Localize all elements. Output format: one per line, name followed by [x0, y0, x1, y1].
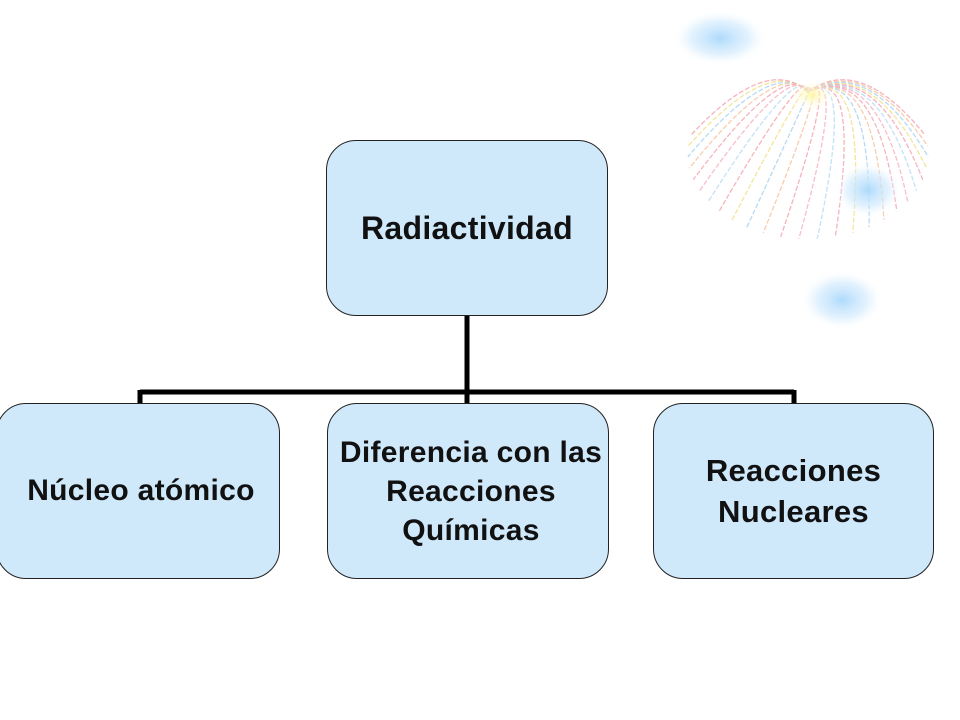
firework-streak — [807, 82, 928, 169]
firework-streak — [688, 82, 809, 169]
glow-spot — [800, 270, 884, 330]
firework-streak — [807, 81, 929, 158]
firework-streak — [731, 86, 810, 221]
firework-streak — [718, 85, 809, 212]
firework-streak — [699, 84, 809, 192]
firework-streak — [687, 81, 809, 158]
firework-streak — [690, 79, 809, 136]
firework-streak — [807, 83, 924, 180]
firework-streak — [807, 86, 845, 237]
child-node-label: Núcleo atómico — [27, 474, 255, 507]
firework-streak — [807, 86, 870, 228]
firework-streak — [762, 86, 815, 234]
firework-streak — [807, 80, 929, 147]
firework-burst — [687, 79, 929, 239]
root-node: Radiactividad — [326, 140, 608, 316]
firework-streak — [807, 86, 885, 220]
firework-streak — [807, 85, 898, 212]
firework-streak — [807, 84, 918, 191]
firework-streak — [692, 83, 809, 180]
firework-streak — [707, 85, 809, 202]
glow-spot — [790, 79, 834, 111]
firework-streak — [798, 87, 827, 239]
root-node-label: Radiactividad — [361, 210, 573, 246]
firework-streak — [687, 80, 809, 147]
firework-streak — [746, 86, 812, 228]
firework-streak — [807, 85, 909, 202]
glow-spot — [672, 10, 768, 66]
firework-streak — [807, 86, 857, 233]
firework-streak — [807, 79, 926, 136]
firework-streak — [780, 86, 821, 238]
child-node-nucleo: Núcleo atómico — [0, 403, 280, 579]
firework-streak — [807, 87, 835, 239]
glow-spot — [834, 162, 902, 218]
